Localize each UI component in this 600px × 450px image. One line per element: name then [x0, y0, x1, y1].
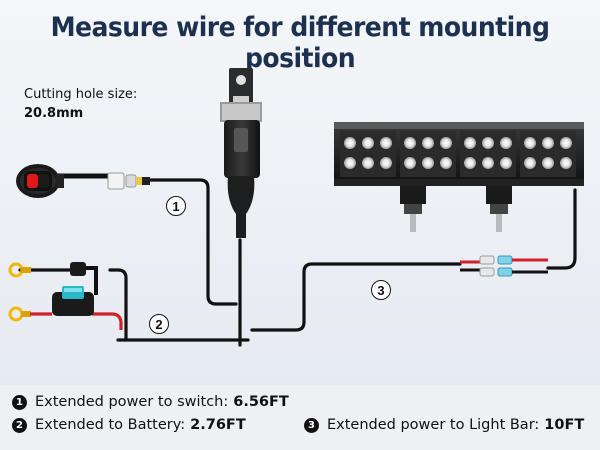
callout-3: 3: [371, 280, 391, 300]
switch-connector: [107, 172, 150, 190]
ring-terminal-bottom: [8, 306, 31, 322]
relay: [220, 68, 262, 238]
fuse-red-wire: [92, 312, 123, 330]
legend-value: 2.76FT: [190, 417, 246, 433]
legend-item-1: 1 Extended power to switch: 6.56FT: [12, 394, 289, 410]
legend-value: 6.56FT: [233, 394, 289, 410]
light-bar-connector: [460, 255, 548, 277]
legend-label: Extended power to switch:: [35, 394, 229, 410]
legend-item-2: 2 Extended to Battery: 2.76FT: [12, 417, 246, 433]
callout-1: 1: [166, 196, 186, 216]
page-title: Measure wire for different mounting posi…: [50, 12, 550, 74]
cutting-hole-label: Cutting hole size:: [24, 87, 138, 102]
legend-number: 3: [304, 417, 319, 433]
legend-number: 1: [12, 394, 27, 410]
legend-footer: [0, 385, 600, 450]
rocker-switch: [16, 164, 110, 198]
legend-label: Extended power to Light Bar:: [327, 417, 540, 433]
light-bar-bracket-right: [486, 186, 512, 232]
cutting-hole-value: 20.8mm: [24, 106, 84, 121]
wiring-diagram: [8, 68, 584, 347]
legend-value: 10FT: [544, 417, 585, 433]
fuse-holder: [52, 262, 98, 316]
legend-label: Extended to Battery:: [35, 417, 186, 433]
ring-terminal-top: [8, 262, 31, 278]
legend-number: 2: [12, 417, 27, 433]
led-light-bar: [334, 122, 584, 232]
light-bar-bracket-left: [400, 186, 426, 232]
legend-item-3: 3 Extended power to Light Bar: 10FT: [304, 417, 584, 433]
callout-2: 2: [149, 314, 169, 334]
